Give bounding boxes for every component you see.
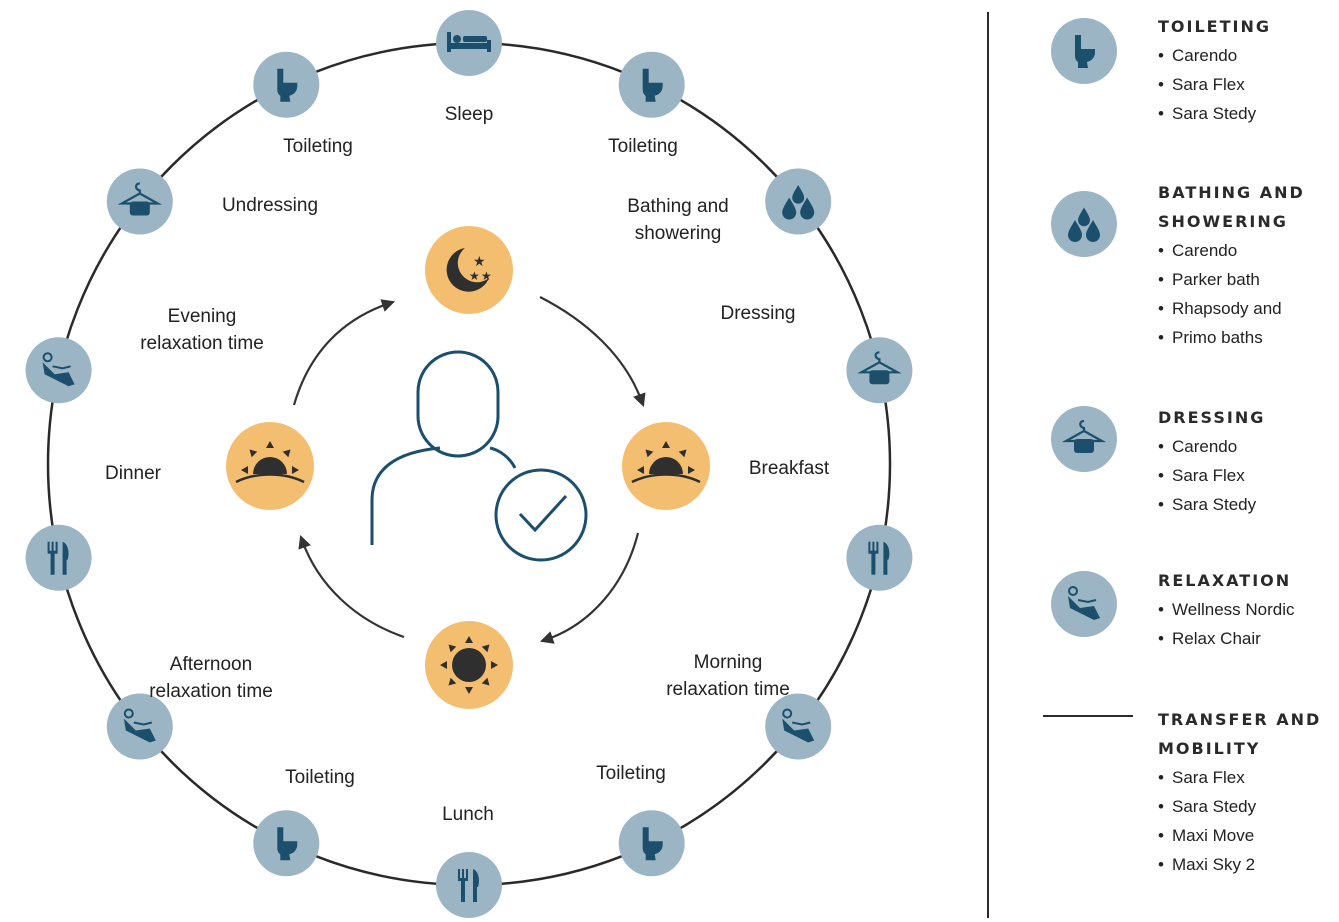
toilet-icon <box>253 51 320 118</box>
hanger-icon <box>1051 406 1117 472</box>
svg-text:★: ★ <box>469 269 480 283</box>
legend-title: MOBILITY <box>1158 739 1261 758</box>
legend-title: DRESSING <box>1158 408 1266 427</box>
water-drops-icon <box>765 168 832 235</box>
cutlery-icon <box>25 524 92 591</box>
activity-label: Dressing <box>720 302 796 324</box>
toilet-icon <box>1051 18 1117 84</box>
legend-toileting: TOILETING Carendo Sara Flex Sara Stedy <box>1158 12 1271 128</box>
legend-item: Rhapsody and <box>1158 294 1305 323</box>
relax-chair-icon <box>765 693 832 760</box>
legend-transfer: TRANSFER AND MOBILITY Sara Flex Sara Ste… <box>1158 705 1321 879</box>
cycle-arrow <box>539 532 640 644</box>
activity-label: Toileting <box>285 766 355 788</box>
legend-item: Sara Stedy <box>1158 99 1271 128</box>
legend-item: Carendo <box>1158 41 1271 70</box>
bed-icon <box>436 10 502 76</box>
sunset-icon <box>226 422 314 510</box>
relax-chair-icon <box>106 693 173 760</box>
legend-title: RELAXATION <box>1158 571 1292 590</box>
activity-label: Lunch <box>442 803 494 825</box>
legend-item: Sara Stedy <box>1158 792 1321 821</box>
daily-cycle-diagram: ★ ★ ★ <box>25 10 913 918</box>
moon-stars-icon: ★ ★ ★ <box>425 226 513 314</box>
legend-title: TOILETING <box>1158 17 1271 36</box>
hanger-icon <box>846 337 913 404</box>
legend-item: Maxi Move <box>1158 821 1321 850</box>
legend-item: Sara Flex <box>1158 461 1265 490</box>
toilet-icon <box>253 810 320 877</box>
legend-icons <box>1051 18 1117 637</box>
relax-chair-icon <box>1051 571 1117 637</box>
legend-divider <box>987 12 989 918</box>
toilet-icon <box>618 51 685 118</box>
cycle-arrow <box>539 296 646 407</box>
legend-dressing: DRESSING Carendo Sara Flex Sara Stedy <box>1158 403 1265 519</box>
cutlery-icon <box>846 524 913 591</box>
sun-icon <box>425 621 513 709</box>
activity-label: Breakfast <box>748 457 830 479</box>
activity-label: Dinner <box>105 462 161 484</box>
legend-item: Sara Flex <box>1158 70 1271 99</box>
legend-title: TRANSFER AND <box>1158 710 1322 729</box>
day-phases: ★ ★ ★ <box>226 226 710 709</box>
cycle-arrow <box>292 299 396 406</box>
legend-title: SHOWERING <box>1158 212 1288 231</box>
person-check-icon <box>370 350 588 562</box>
legend-item: Maxi Sky 2 <box>1158 850 1321 879</box>
legend-bathing: BATHING AND SHOWERING Carendo Parker bat… <box>1158 178 1305 352</box>
legend-item: Wellness Nordic <box>1158 595 1295 624</box>
relax-chair-icon <box>25 337 92 404</box>
legend-item: Carendo <box>1158 432 1265 461</box>
legend-item: Sara Flex <box>1158 763 1321 792</box>
activity-label: Toileting <box>596 762 666 784</box>
sunrise-icon <box>622 422 710 510</box>
legend-item: Primo baths <box>1158 323 1305 352</box>
activity-icons <box>25 10 913 918</box>
inner-cycle-arrows <box>292 296 646 644</box>
activity-label: Sleep <box>444 103 494 125</box>
toilet-icon <box>618 810 685 877</box>
cycle-arrow <box>298 535 405 639</box>
activity-label: Toileting <box>608 135 678 157</box>
legend-item: Sara Stedy <box>1158 490 1265 519</box>
svg-text:★: ★ <box>481 269 492 283</box>
hanger-icon <box>106 168 173 235</box>
transfer-line-symbol <box>1043 715 1133 717</box>
legend-item: Carendo <box>1158 236 1305 265</box>
legend-title: BATHING AND <box>1158 183 1305 202</box>
legend-item: Parker bath <box>1158 265 1305 294</box>
cutlery-icon <box>436 852 502 918</box>
legend-item: Relax Chair <box>1158 624 1295 653</box>
activity-label: Toileting <box>283 135 353 157</box>
svg-text:★: ★ <box>473 254 486 270</box>
activity-label: Undressing <box>221 194 319 216</box>
water-drops-icon <box>1051 191 1117 257</box>
legend-relaxation: RELAXATION Wellness Nordic Relax Chair <box>1158 566 1295 653</box>
